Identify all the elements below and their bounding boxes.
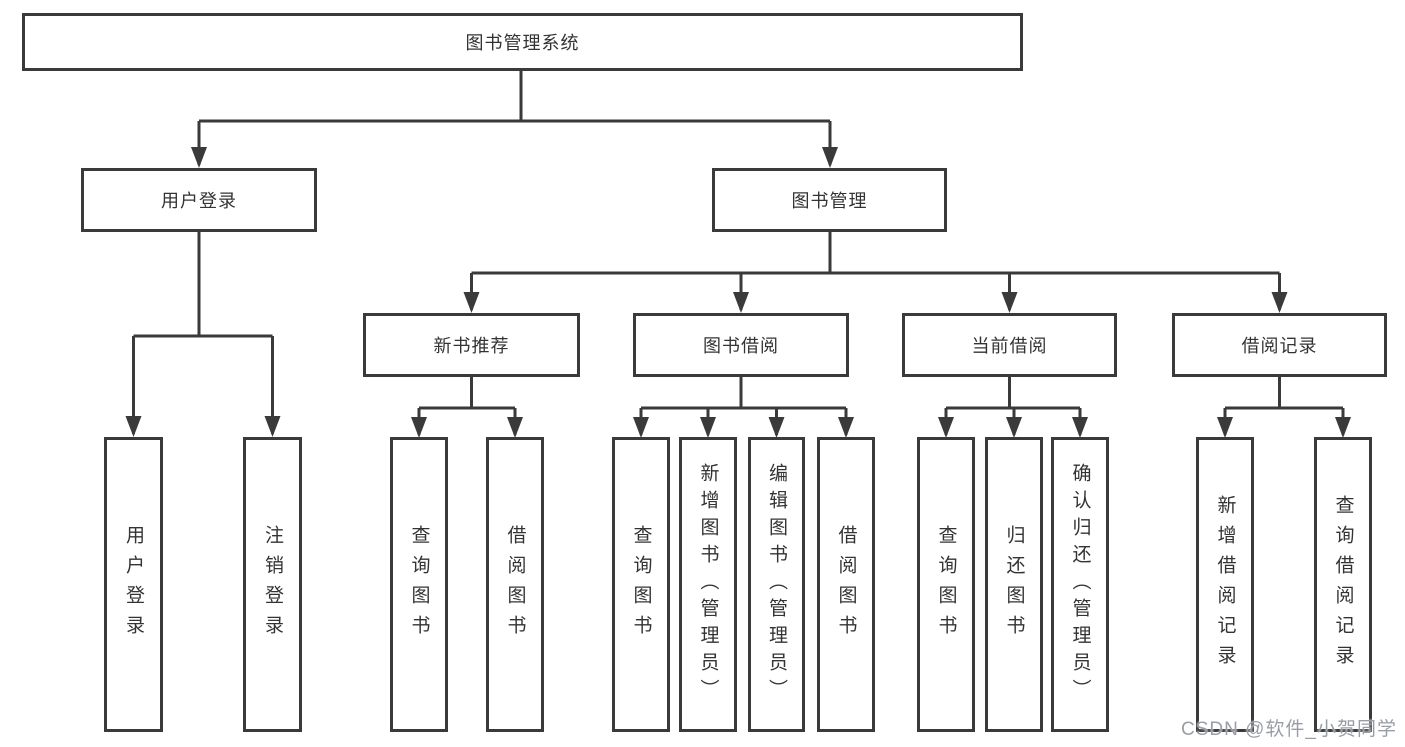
leaf-query-books-2: 查询图书 (612, 437, 670, 732)
node-label: 当前借阅 (971, 336, 1048, 356)
leaf-borrow-books-2: 借阅图书 (817, 437, 875, 732)
node-new-book-recommend: 新书推荐 (363, 313, 580, 377)
leaf-borrow-books-1: 借阅图书 (486, 437, 544, 732)
connector-new-books-to-leaves (417, 377, 517, 435)
leaf-user-login: 用户登录 (104, 437, 163, 732)
arrowhead (768, 417, 785, 438)
arrowhead (700, 417, 716, 438)
arrowhead (1006, 417, 1022, 438)
leaf-add-book-admin: 新增图书（管理员） (679, 437, 737, 732)
leaf-query-books-1: 查询图书 (390, 437, 448, 732)
csdn-watermark: CSDN @软件_小贺同学 (1181, 719, 1397, 740)
leaf-label: 查询图书 (630, 524, 652, 645)
node-label: 图书管理 (791, 191, 868, 211)
arrowhead (733, 292, 749, 313)
leaf-label: 新增借阅记录 (1214, 494, 1236, 675)
connector-book-borrow-to-leaves (639, 377, 848, 435)
leaf-label: 新增图书（管理员） (697, 463, 719, 706)
arrowhead (838, 417, 854, 438)
arrowhead (1335, 417, 1351, 438)
arrowhead (1271, 292, 1288, 313)
arrowhead (463, 292, 480, 313)
leaf-add-borrow-record: 新增借阅记录 (1196, 437, 1254, 732)
leaf-label: 用户登录 (123, 524, 144, 645)
arrowhead (507, 417, 523, 438)
leaf-label: 归还图书 (1003, 524, 1025, 645)
leaf-return-book: 归还图书 (985, 437, 1043, 732)
leaf-label: 编辑图书（管理员） (766, 463, 787, 706)
arrowhead (822, 147, 838, 168)
arrowhead (633, 417, 649, 438)
connector-root-to-level2 (197, 71, 832, 165)
connector-book-management-to-level3 (470, 232, 1281, 310)
node-label: 图书借阅 (703, 336, 779, 356)
arrowhead (1072, 417, 1088, 438)
node-root-system: 图书管理系统 (22, 13, 1023, 71)
leaf-query-books-3: 查询图书 (917, 437, 975, 732)
leaf-edit-book-admin: 编辑图书（管理员） (748, 437, 805, 732)
leaf-query-borrow-record: 查询借阅记录 (1314, 437, 1372, 732)
node-current-borrow: 当前借阅 (902, 313, 1117, 377)
node-label: 借阅记录 (1241, 336, 1318, 356)
node-label: 用户登录 (161, 191, 237, 211)
arrowhead (1217, 417, 1233, 438)
leaf-label: 确认归还（管理员） (1069, 463, 1091, 706)
node-borrow-records: 借阅记录 (1172, 313, 1387, 377)
leaf-confirm-return-admin: 确认归还（管理员） (1051, 437, 1109, 732)
leaf-label: 借阅图书 (504, 524, 526, 645)
arrowhead (1001, 292, 1018, 313)
arrowhead (264, 416, 281, 437)
leaf-label: 借阅图书 (835, 524, 857, 645)
leaf-label: 查询图书 (935, 524, 957, 645)
node-book-management: 图书管理 (712, 168, 947, 232)
leaf-label: 查询图书 (408, 524, 430, 645)
arrowhead (125, 416, 142, 437)
arrowhead (411, 417, 427, 438)
node-label: 图书管理系统 (465, 33, 580, 53)
leaf-label: 查询借阅记录 (1332, 494, 1354, 675)
connector-borrow-records-to-leaves (1223, 377, 1345, 435)
node-user-login: 用户登录 (81, 168, 317, 232)
node-book-borrow: 图书借阅 (633, 313, 849, 377)
arrowhead (191, 147, 207, 168)
node-label: 新书推荐 (433, 336, 510, 356)
arrowhead (938, 417, 954, 438)
leaf-logout: 注销登录 (243, 437, 302, 732)
connector-user-login-to-leaves (132, 232, 274, 434)
leaf-label: 注销登录 (262, 524, 283, 645)
